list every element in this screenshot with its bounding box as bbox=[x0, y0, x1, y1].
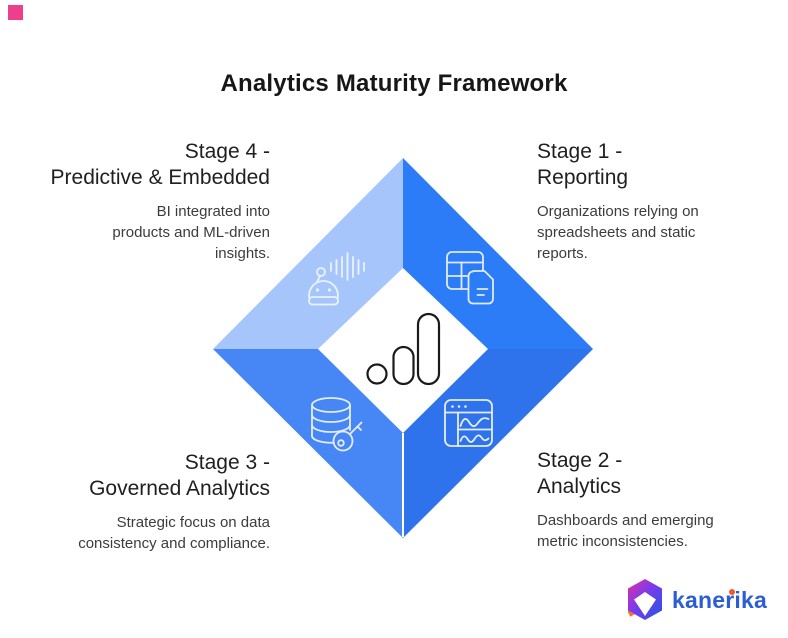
stage3-description: Strategic focus on data consistency and … bbox=[78, 514, 270, 552]
wordmark-i-dot bbox=[729, 588, 735, 595]
stage1-heading: Stage 1 - Reporting bbox=[537, 140, 629, 189]
robot-ml-icon bbox=[308, 252, 365, 306]
analytics-logo-icon bbox=[366, 312, 441, 386]
stage1-description: Organizations relying on spreadsheets an… bbox=[537, 203, 699, 262]
kanerika-cube-icon bbox=[628, 579, 662, 620]
stage2-band bbox=[403, 349, 593, 538]
stage2-block: Stage 2 - Analytics Dashboards and emerg… bbox=[537, 448, 757, 552]
brand-accent-square bbox=[8, 5, 23, 20]
stage4-heading: Stage 4 - Predictive & Embedded bbox=[50, 140, 270, 189]
stage4-band bbox=[213, 158, 403, 349]
database-key-icon bbox=[311, 397, 363, 452]
spreadsheet-report-icon bbox=[446, 251, 494, 305]
dashboard-charts-icon bbox=[444, 399, 493, 447]
stage1-band bbox=[403, 158, 593, 349]
stage3-heading: Stage 3 - Governed Analytics bbox=[89, 451, 270, 500]
stage4-block: Stage 4 - Predictive & Embedded BI integ… bbox=[30, 139, 270, 264]
kanerika-wordmark: kanerika bbox=[672, 587, 767, 613]
stage3-block: Stage 3 - Governed Analytics Strategic f… bbox=[30, 450, 270, 554]
page-title: Analytics Maturity Framework bbox=[220, 70, 568, 97]
stage2-description: Dashboards and emerging metric inconsist… bbox=[537, 512, 714, 550]
stage3-band bbox=[213, 349, 403, 538]
kanerika-logo: kanerika bbox=[625, 578, 767, 623]
stage1-block: Stage 1 - Reporting Organizations relyin… bbox=[537, 139, 757, 264]
stage4-description: BI integrated into products and ML-drive… bbox=[112, 203, 270, 262]
stage2-heading: Stage 2 - Analytics bbox=[537, 449, 623, 498]
